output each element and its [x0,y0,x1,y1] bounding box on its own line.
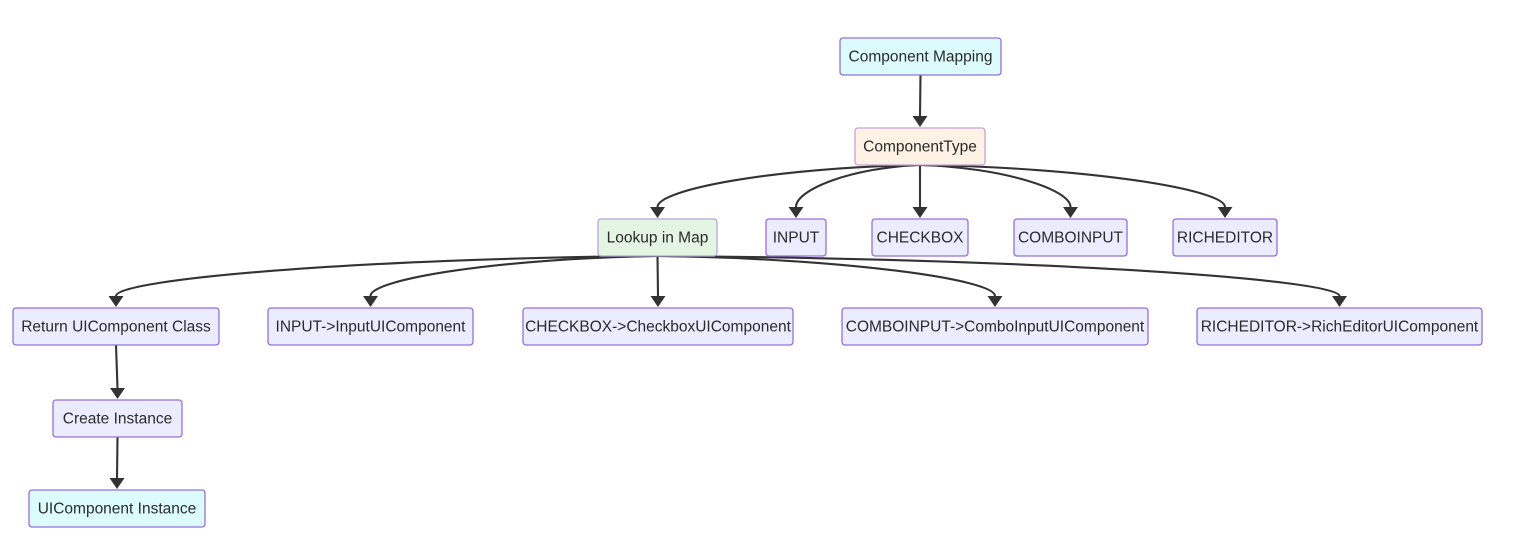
node-mapcombo[interactable]: COMBOINPUT->ComboInputUIComponent [841,307,1149,346]
edge-layer [108,74,1347,489]
node-ctype[interactable]: ComponentType [854,127,986,166]
edge-start-to-ctype [918,74,922,117]
arrowhead-lookup-to-maprich [1332,296,1347,307]
node-returncls[interactable]: Return UIComponent Class [12,307,220,346]
node-box-returncls [12,307,220,346]
arrowhead-lookup-to-mapcheck [650,296,666,307]
node-box-checkbox [871,218,969,257]
node-box-mapinput [267,307,474,346]
node-box-input [765,218,827,257]
arrowhead-ctype-to-checkbox [912,207,928,218]
node-mapinput[interactable]: INPUT->InputUIComponent [267,307,474,346]
node-box-comboinput [1013,218,1128,257]
node-createinst[interactable]: Create Instance [52,399,183,438]
node-box-mapcombo [841,307,1149,346]
node-box-ctype [854,127,986,166]
arrowhead-ctype-to-richeditor [1217,207,1233,218]
edge-lookup-to-mapcombo [657,254,997,297]
node-box-lookup [597,218,718,257]
arrowhead-returncls-to-createinst [110,388,125,399]
node-box-createinst [52,399,183,438]
edge-ctype-to-comboinput [919,163,1072,208]
arrowhead-lookup-to-mapcombo [987,296,1003,307]
arrowhead-lookup-to-returncls [108,296,124,307]
arrowhead-ctype-to-comboinput [1063,207,1078,218]
node-box-maprich [1196,307,1483,346]
node-box-mapcheck [522,307,794,346]
node-box-richeditor [1172,218,1278,257]
arrowhead-start-to-ctype [912,116,928,127]
node-richeditor[interactable]: RICHEDITOR [1172,218,1278,257]
edge-createinst-to-instance [115,436,119,479]
node-start[interactable]: Component Mapping [839,37,1002,76]
node-checkbox[interactable]: CHECKBOX [871,218,969,257]
node-maprich[interactable]: RICHEDITOR->RichEditorUIComponent [1196,307,1483,346]
arrowhead-ctype-to-lookup [650,207,665,218]
node-box-instance [28,489,206,528]
node-box-start [839,37,1002,76]
node-mapcheck[interactable]: CHECKBOX->CheckboxUIComponent [522,307,794,346]
edge-ctype-to-richeditor [919,163,1227,208]
arrowhead-ctype-to-input [788,207,804,218]
edge-ctype-to-input [794,163,921,208]
node-lookup[interactable]: Lookup in Map [597,218,718,257]
node-input[interactable]: INPUT [765,218,827,257]
edge-returncls-to-createinst [114,344,119,389]
edge-lookup-to-mapcheck [656,255,660,297]
node-comboinput[interactable]: COMBOINPUT [1013,218,1128,257]
edge-lookup-to-mapinput [369,254,658,297]
arrowhead-createinst-to-instance [109,478,125,489]
arrowhead-lookup-to-mapinput [363,296,378,307]
node-instance[interactable]: UIComponent Instance [28,489,206,528]
edge-lookup-to-maprich [657,254,1341,297]
edge-ctype-to-lookup [656,163,921,208]
edge-lookup-to-returncls [114,254,658,297]
